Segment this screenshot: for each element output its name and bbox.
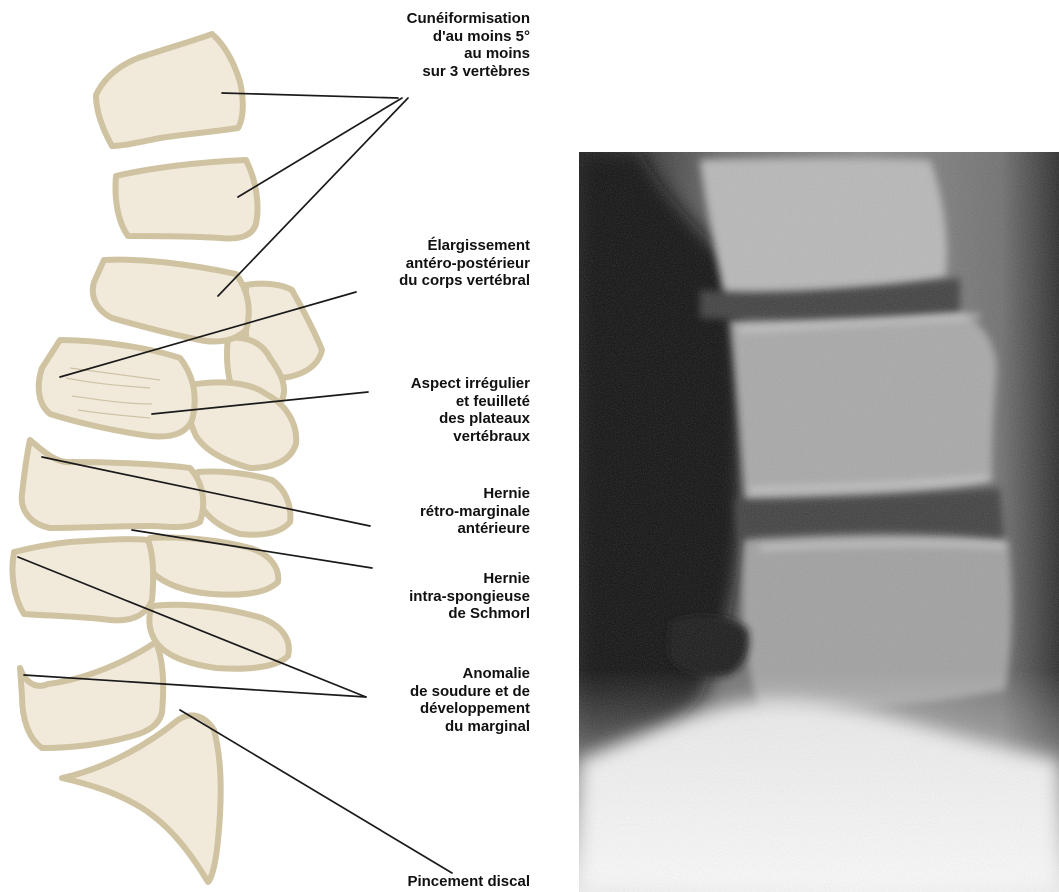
label-hernie-intra: Hernie intra-spongieuse de Schmorl (409, 570, 530, 623)
vertebra-process (149, 605, 288, 669)
label-line: antéro-postérieur (399, 255, 530, 273)
label-line: Élargissement (399, 237, 530, 255)
leader-line-cuneiformisation (238, 98, 402, 197)
label-line: de Schmorl (409, 605, 530, 623)
vertebra-body-7 (20, 642, 163, 748)
vertebra-process (195, 471, 290, 534)
radiograph-grain (579, 152, 1059, 892)
label-line: développement (410, 700, 530, 718)
vertebra-process (146, 537, 279, 594)
label-cuneiformisation: Cunéiformisation d'au moins 5° au moins … (407, 10, 530, 80)
label-line: et feuilleté (411, 393, 530, 411)
label-pincement: Pincement discal (407, 873, 530, 891)
label-line: du marginal (410, 718, 530, 736)
vertebra-body-2 (116, 160, 258, 238)
label-line: Aspect irrégulier (411, 375, 530, 393)
label-line: au moins (407, 45, 530, 63)
lateral-spine-radiograph (579, 152, 1059, 892)
label-line: vertébraux (411, 428, 530, 446)
label-line: de soudure et de (410, 683, 530, 701)
vertebra-body-6 (12, 539, 153, 620)
vertebrae-illustration (12, 34, 322, 882)
leader-line-cuneiformisation (222, 93, 398, 98)
vertebra-body-1 (96, 34, 243, 146)
label-anomalie: Anomalie de soudure et de développement … (410, 665, 530, 735)
vertebra-body-5 (22, 440, 203, 528)
label-line: d'au moins 5° (407, 28, 530, 46)
label-line: Hernie (409, 570, 530, 588)
label-line: intra-spongieuse (409, 588, 530, 606)
label-line: des plateaux (411, 410, 530, 428)
label-line: antérieure (420, 520, 530, 538)
label-line: Cunéiformisation (407, 10, 530, 28)
label-line: du corps vertébral (399, 272, 530, 290)
label-hernie-retro: Hernie rétro-marginale antérieure (420, 485, 530, 538)
label-line: sur 3 vertèbres (407, 63, 530, 81)
vertebra-body-4 (39, 340, 195, 436)
label-elargissement: Élargissement antéro-postérieur du corps… (399, 237, 530, 290)
label-line: Hernie (420, 485, 530, 503)
label-line: Anomalie (410, 665, 530, 683)
label-aspect-irregulier: Aspect irrégulier et feuilleté des plate… (411, 375, 530, 445)
label-line: rétro-marginale (420, 503, 530, 521)
label-line: Pincement discal (407, 873, 530, 891)
